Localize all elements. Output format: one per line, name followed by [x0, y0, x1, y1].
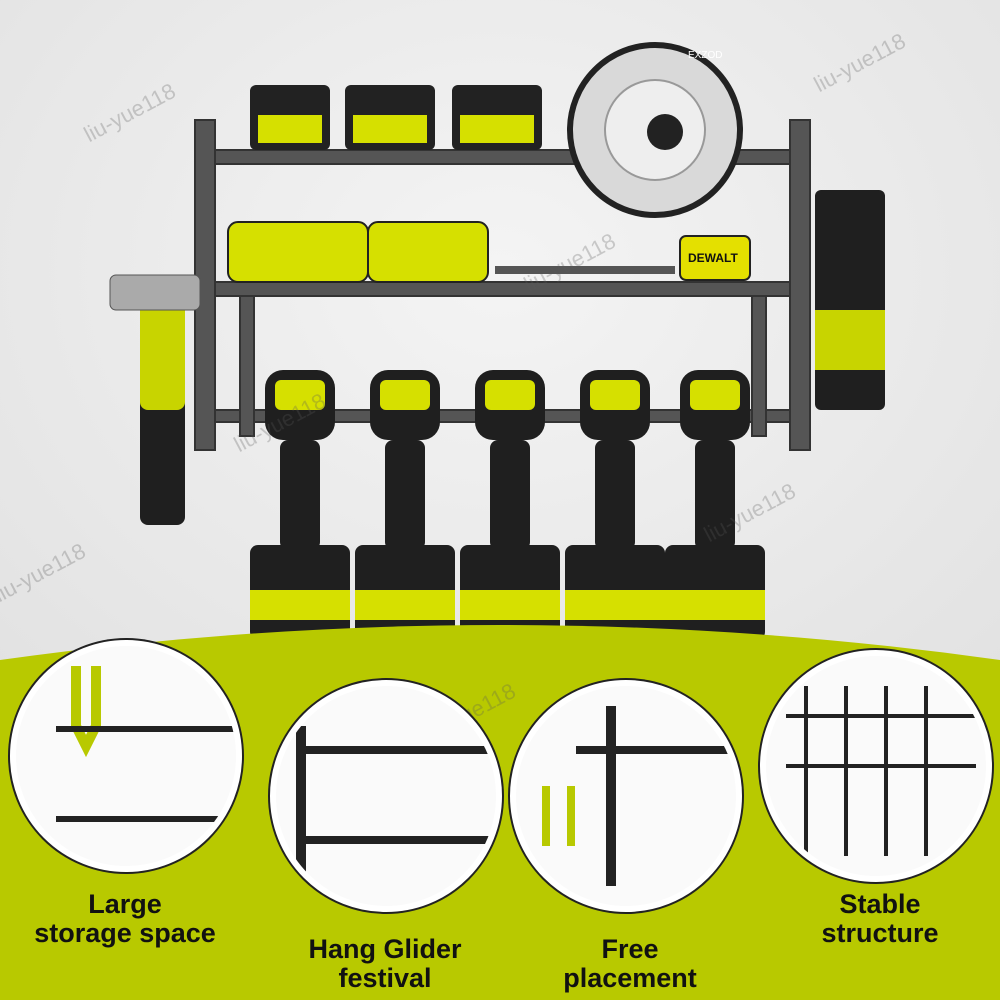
- drill-part: [385, 440, 425, 550]
- feature-image-storage: [10, 640, 242, 872]
- circular-saw: EXZOD: [567, 42, 743, 218]
- feature-image-stable: [760, 650, 992, 882]
- drill-part: [355, 590, 455, 620]
- feature-label: Hang Glider festival: [308, 934, 462, 993]
- side-tools: [109, 190, 885, 525]
- drill-part: [595, 440, 635, 550]
- drill-part: [485, 380, 535, 410]
- drill-part: [275, 380, 325, 410]
- drill-part: [690, 380, 740, 410]
- drill-part: [380, 380, 430, 410]
- product-photo: EXZOD DEWALT: [0, 0, 1000, 680]
- battery-row: [250, 85, 542, 150]
- tool-rack-illustration: EXZOD DEWALT: [109, 42, 885, 640]
- drill-part: [695, 440, 735, 550]
- drill-part: [250, 590, 350, 620]
- middle-shelf-items: DEWALT: [227, 221, 751, 283]
- feature-image-placement: [510, 680, 742, 912]
- saw-brand: EXZOD: [688, 50, 722, 61]
- drill-part: [590, 380, 640, 410]
- tape-brand: DEWALT: [688, 251, 738, 265]
- drill-part: [490, 440, 530, 550]
- drill-part: [565, 590, 665, 620]
- drill-part: [280, 440, 320, 550]
- drill-row: [250, 370, 765, 640]
- feature-label: Large storage space: [34, 889, 216, 948]
- feature-label: Free placement: [563, 934, 697, 993]
- drill-part: [460, 590, 560, 620]
- feature-image-hang: [270, 680, 502, 912]
- drill-part: [665, 590, 765, 620]
- feature-label: Stable structure: [821, 889, 939, 948]
